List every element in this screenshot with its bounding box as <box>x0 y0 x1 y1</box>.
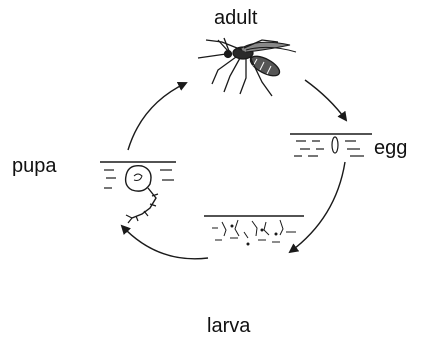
larvae-in-water-icon <box>204 216 304 245</box>
arrow-adult-to-egg <box>305 80 346 120</box>
egg-on-water-icon <box>290 134 372 156</box>
arrow-larva-to-pupa <box>122 226 208 259</box>
arrow-egg-to-larva <box>290 162 345 252</box>
pupa-in-water-icon <box>100 162 176 223</box>
mosquito-icon <box>198 38 296 96</box>
arrow-pupa-to-adult <box>128 83 186 150</box>
cycle-arrows <box>122 80 346 259</box>
stage-label-pupa: pupa <box>12 156 57 176</box>
stage-label-larva: larva <box>207 316 250 336</box>
stage-label-adult: adult <box>214 8 257 28</box>
stage-label-egg: egg <box>374 138 407 158</box>
